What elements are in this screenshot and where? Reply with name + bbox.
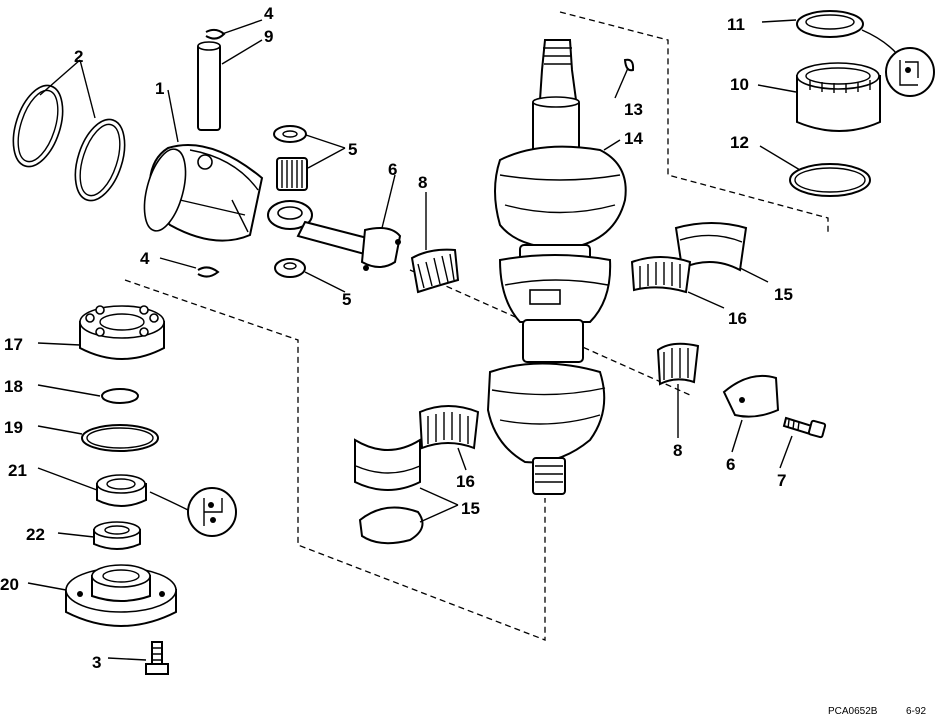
callout-18: 18 xyxy=(4,377,23,396)
rod-needle-bearing-upper xyxy=(410,248,460,294)
callout-9: 9 xyxy=(264,27,273,46)
callout-7: 7 xyxy=(777,471,786,490)
callout-1: 1 xyxy=(155,79,164,98)
assembly-guide-lines xyxy=(124,11,829,641)
callout-4-top: 4 xyxy=(264,4,274,23)
o-ring-large xyxy=(81,424,159,452)
rod-cap-screw xyxy=(782,416,827,439)
lower-ball-bearing xyxy=(79,305,165,360)
callout-4-bottom: 4 xyxy=(140,249,150,268)
callout-21: 21 xyxy=(8,461,27,480)
callout-5-top: 5 xyxy=(348,140,357,159)
center-main-bearing-upper-half xyxy=(674,222,748,272)
callout-6-cap: 6 xyxy=(726,455,735,474)
o-ring-upper xyxy=(789,163,871,197)
thrust-washer-bottom xyxy=(274,258,306,278)
callout-13: 13 xyxy=(624,100,643,119)
retaining-clip-top xyxy=(205,28,226,40)
figure-code: PCA0652B xyxy=(828,706,878,717)
main-needle-bearing-lower xyxy=(418,405,480,450)
upper-roller-bearing xyxy=(796,62,881,132)
callout-15-upper: 15 xyxy=(774,285,793,304)
lower-seal-orientation-detail-icon xyxy=(149,487,237,537)
callout-11: 11 xyxy=(727,15,745,34)
callout-14: 14 xyxy=(624,129,643,148)
callout-5-bottom: 5 xyxy=(342,290,351,309)
retaining-clip-bottom xyxy=(197,266,220,278)
lower-oil-seal-outer xyxy=(96,474,147,507)
figure-date: 6-92 xyxy=(906,706,926,717)
crankshaft xyxy=(486,39,627,495)
main-needle-bearing-upper xyxy=(630,256,692,294)
thrust-washer-top xyxy=(273,125,307,143)
callout-15-lower: 15 xyxy=(461,499,480,518)
center-main-bearing-lower-half xyxy=(354,438,421,491)
callout-19: 19 xyxy=(4,418,23,437)
lower-bearing-housing xyxy=(65,564,177,627)
connecting-rod xyxy=(267,200,402,271)
callout-labels: 1 2 3 4 4 5 5 6 6 7 8 8 9 10 11 12 13 14… xyxy=(0,4,793,672)
connecting-rod-cap xyxy=(722,374,780,418)
oil-seal-upper xyxy=(796,10,864,38)
callout-10: 10 xyxy=(730,75,749,94)
lower-oil-seal-inner xyxy=(93,521,141,550)
o-ring-small xyxy=(101,388,139,404)
wrist-pin xyxy=(197,41,221,131)
pin-needle-bearing xyxy=(276,157,308,191)
piston-rings xyxy=(12,84,126,202)
callout-16-upper: 16 xyxy=(728,309,747,328)
piston xyxy=(143,144,264,242)
retaining-ring xyxy=(358,506,424,545)
callout-8-upper: 8 xyxy=(418,173,427,192)
woodruff-key xyxy=(623,58,635,72)
callout-17: 17 xyxy=(4,335,23,354)
callout-8-lower: 8 xyxy=(673,441,682,460)
callout-12: 12 xyxy=(730,133,749,152)
callout-3: 3 xyxy=(92,653,101,672)
rod-needle-bearing-lower xyxy=(656,342,700,386)
callout-20: 20 xyxy=(0,575,19,594)
callout-2: 2 xyxy=(74,47,83,66)
callout-22: 22 xyxy=(26,525,45,544)
callout-6-rod: 6 xyxy=(388,160,397,179)
callout-16-lower: 16 xyxy=(456,472,475,491)
housing-screw xyxy=(145,641,169,675)
leader-lines xyxy=(27,19,801,661)
seal-orientation-detail-icon xyxy=(861,29,935,97)
